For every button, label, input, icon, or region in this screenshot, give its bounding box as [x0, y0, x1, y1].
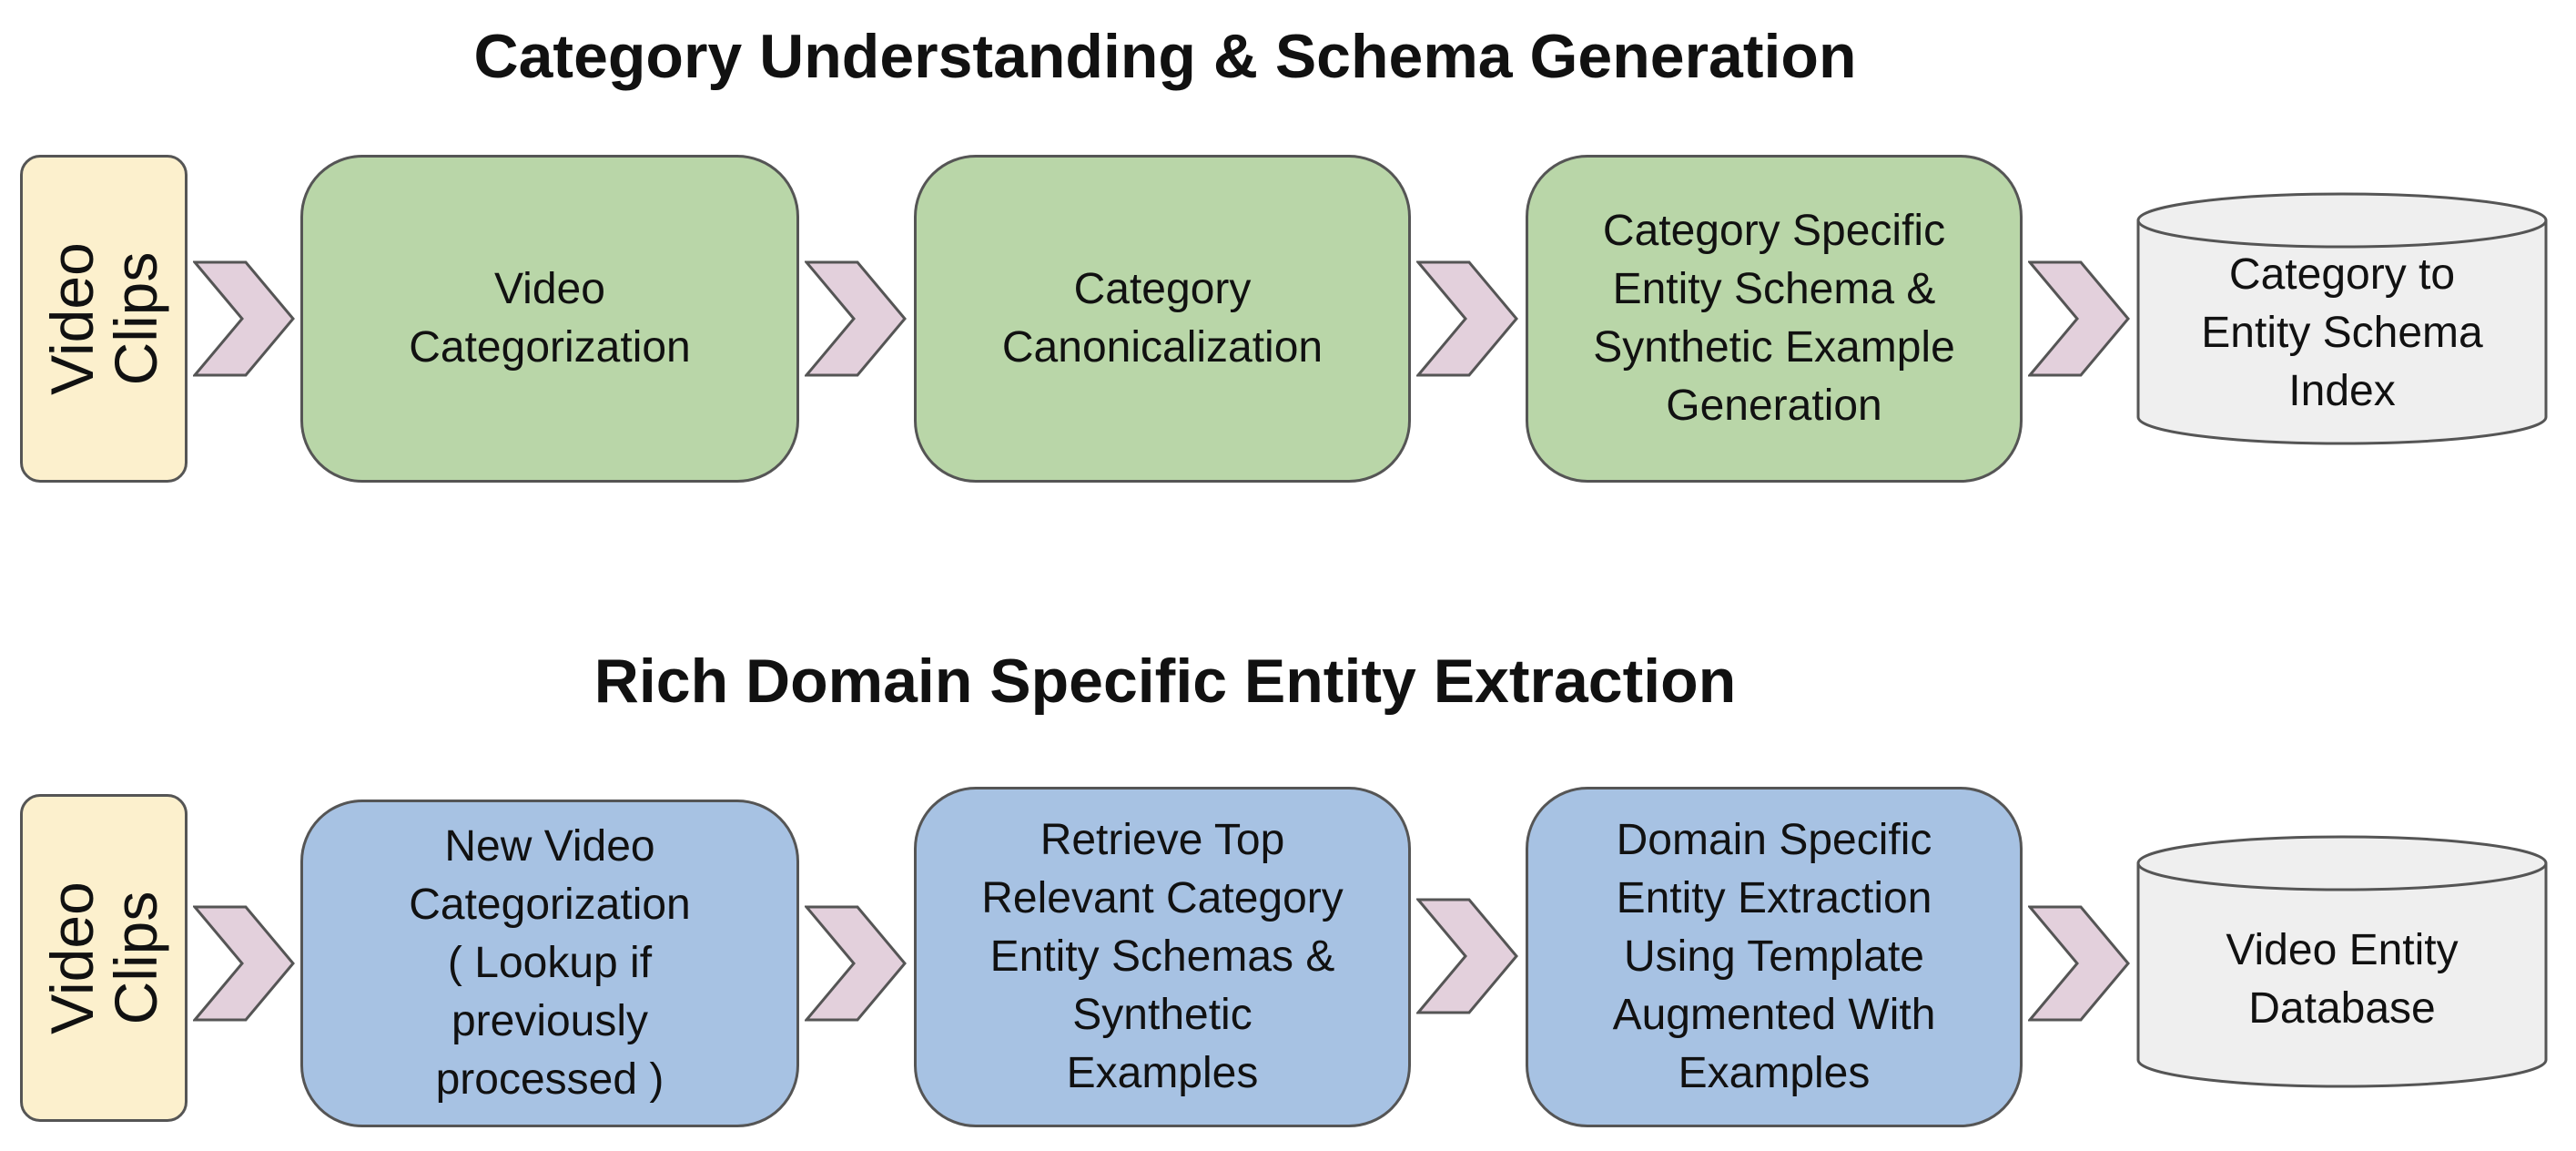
- chevron-arrow-icon: [193, 905, 295, 1022]
- retrieve-schemas-step: Retrieve Top Relevant Category Entity Sc…: [914, 787, 1411, 1127]
- chevron-arrow-icon: [1416, 898, 1518, 1014]
- entity-database-store: Video Entity Database: [2226, 926, 2459, 1033]
- video-clips-label: Video Clips: [38, 881, 169, 1034]
- database-cylinder-icon: [2136, 835, 2548, 1088]
- video-clips-label: Video Clips: [38, 242, 169, 395]
- chevron-arrow-icon: [1416, 260, 1518, 377]
- video-clips-source-1: Video Clips: [20, 155, 188, 483]
- chevron-arrow-icon: [2028, 905, 2130, 1022]
- entity-extraction-step: Domain Specific Entity Extraction Using …: [1526, 787, 2023, 1127]
- new-video-categorization-step: New Video Categorization ( Lookup if pre…: [300, 800, 799, 1127]
- video-categorization-step: Video Categorization: [300, 155, 799, 483]
- database-cylinder-icon: [2136, 192, 2548, 445]
- schema-index-store: Category to Entity Schema Index: [2201, 250, 2483, 415]
- section-2-title: Rich Domain Specific Entity Extraction: [593, 647, 1737, 716]
- chevron-arrow-icon: [193, 260, 295, 377]
- section-1-title: Category Understanding & Schema Generati…: [473, 22, 1857, 91]
- video-clips-source-2: Video Clips: [20, 794, 188, 1122]
- chevron-arrow-icon: [805, 905, 907, 1022]
- schema-generation-step: Category Specific Entity Schema & Synthe…: [1526, 155, 2023, 483]
- category-canonicalization-step: Category Canonicalization: [914, 155, 1411, 483]
- chevron-arrow-icon: [2028, 260, 2130, 377]
- chevron-arrow-icon: [805, 260, 907, 377]
